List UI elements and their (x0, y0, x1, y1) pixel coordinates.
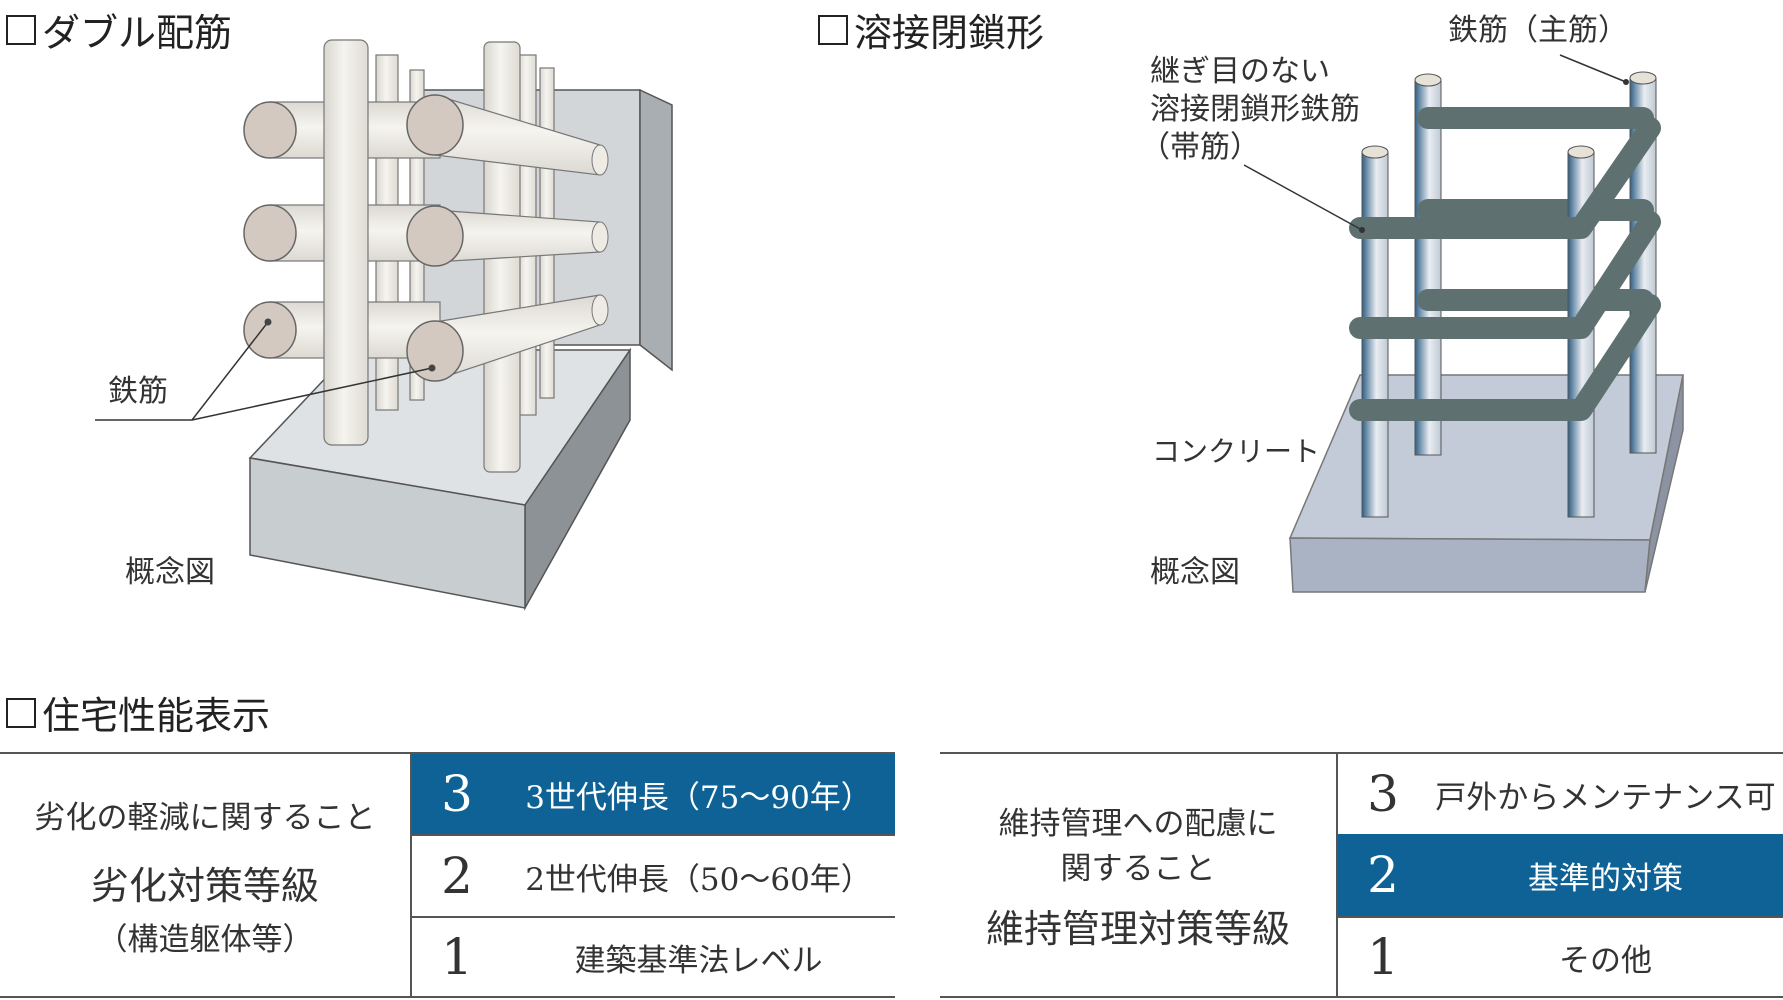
grade-description: 基準的対策 (1528, 860, 1683, 897)
performance-title-text: 住宅性能表示 (42, 694, 271, 738)
grade-number: 1 (441, 928, 473, 986)
hoop-label-line-1: 継ぎ目のない (1150, 54, 1330, 89)
rebar-label: 鉄筋 (108, 374, 168, 409)
maintenance-grade-title: 維持管理対策等級 (985, 906, 1290, 951)
grade-number: 1 (1367, 928, 1399, 986)
concrete-base-side (1644, 374, 1684, 593)
welded-closed-title: 溶接閉鎖形 (818, 2, 1044, 57)
table-row: 1 その他 (1338, 916, 1783, 996)
performance-title: 住宅性能表示 (6, 685, 270, 740)
double-rebar-title-text: ダブル配筋 (42, 11, 233, 55)
deterioration-category-text: 劣化の軽減に関すること (34, 799, 376, 836)
deterioration-category-cell: 劣化の軽減に関すること 劣化対策等級 （構造躯体等） (0, 754, 412, 996)
grade-description: 建築基準法レベル (574, 942, 823, 979)
table-row: 1 建築基準法レベル (412, 916, 895, 996)
table-row: 3 戸外からメンテナンス可 (1338, 754, 1783, 834)
grade-description: 戸外からメンテナンス可 (1435, 779, 1776, 816)
checkbox-square-icon (818, 14, 848, 45)
deterioration-grade-title: 劣化対策等級 (90, 863, 319, 908)
concrete-base-top (1288, 374, 1684, 541)
concrete-base-front (1289, 537, 1651, 593)
concept-label-right: 概念図 (1150, 555, 1240, 590)
grade-number: 3 (1367, 765, 1399, 823)
hoop-label-line-3: （帯筋） (1140, 130, 1260, 165)
grade-description: 3世代伸長（75〜90年） (525, 779, 872, 816)
checkbox-square-icon (6, 14, 36, 45)
double-rebar-title: ダブル配筋 (6, 2, 232, 57)
maintenance-category-cell: 維持管理への配慮に 関すること 維持管理対策等級 (940, 754, 1338, 996)
grade-number: 2 (1367, 846, 1399, 904)
maintenance-category-line-2: 関すること (1060, 850, 1216, 887)
checkbox-square-icon (6, 697, 36, 728)
concept-label-left: 概念図 (125, 555, 215, 590)
grade-description: 2世代伸長（50〜60年） (525, 861, 872, 898)
slab-front (249, 457, 526, 609)
welded-closed-title-text: 溶接閉鎖形 (854, 11, 1045, 55)
grade-number: 3 (441, 765, 473, 823)
deterioration-grade-table: 劣化の軽減に関すること 劣化対策等級 （構造躯体等） 3 3世代伸長（75〜90… (0, 752, 895, 998)
grade-description: その他 (1559, 942, 1652, 979)
grade-number: 2 (441, 847, 473, 905)
maintenance-category-line-1: 維持管理への配慮に (998, 805, 1278, 842)
maintenance-grade-table: 維持管理への配慮に 関すること 維持管理対策等級 3 戸外からメンテナンス可 2… (940, 752, 1783, 998)
table-row: 2 基準的対策 (1338, 834, 1783, 916)
hoop-label-line-2: 溶接閉鎖形鉄筋 (1150, 92, 1360, 127)
main-rebar-label: 鉄筋（主筋） (1448, 13, 1628, 48)
double-rebar-illustration (95, 39, 673, 611)
concrete-label: コンクリート (1152, 435, 1321, 468)
table-row: 3 3世代伸長（75〜90年） (412, 754, 895, 834)
deterioration-grade-subtitle: （構造躯体等） (96, 921, 314, 958)
wall-side (639, 88, 673, 372)
leader-line (191, 367, 433, 421)
table-row: 2 2世代伸長（50〜60年） (412, 834, 895, 916)
